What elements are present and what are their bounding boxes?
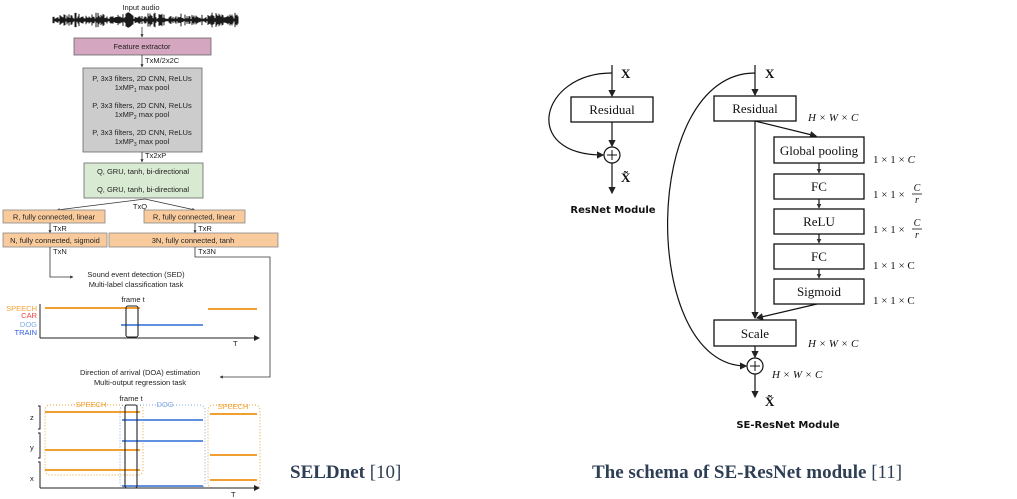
fc2-label: FC	[811, 249, 827, 264]
dim-relu: 1 × 1 × C r	[873, 218, 922, 241]
cnn-layer-3: P, 3x3 filters, 2D CNN, ReLUs	[92, 128, 192, 137]
caption-se-resnet: The schema of SE-ResNet module [11]	[592, 462, 902, 484]
doa-speech-region	[207, 404, 261, 489]
dim-sigmoid: 1 × 1 × C	[873, 295, 915, 307]
resnet-residual-label: Residual	[589, 102, 635, 117]
se-residual-label: Residual	[732, 101, 778, 116]
doa-frame-label: frame t	[119, 394, 143, 403]
dim-sed: TxN	[53, 247, 67, 256]
fc-sigmoid-label: N, fully connected, sigmoid	[10, 236, 100, 245]
doa-title: Direction of arrival (DOA) estimation	[80, 368, 200, 377]
doa-subtitle: Multi-output regression task	[94, 378, 186, 387]
pool-layer-3: 1xMP3 max pool	[115, 137, 170, 148]
seldnet-diagram: Input audio Feature extractor TxM/2x2C P…	[2, 3, 279, 499]
svg-text:r: r	[915, 230, 919, 241]
pool-layer-2: 1xMP2 max pool	[115, 110, 170, 121]
caption-se-resnet-ref: [11]	[871, 462, 903, 483]
global-pooling-box	[773, 136, 865, 164]
sigmoid-box	[773, 278, 865, 305]
resnet-output-label: X̃	[621, 170, 631, 185]
dim-feature: TxM/2x2C	[145, 56, 180, 65]
audio-waveform-icon	[52, 12, 239, 28]
dim-fc1: 1 × 1 × C r	[873, 183, 922, 206]
sed-frame-marker	[125, 305, 139, 338]
resnet-module-diagram: X Residual X̃ ResNet Module	[548, 65, 656, 216]
caption-seldnet-ref: [10]	[369, 462, 402, 483]
gru-block	[83, 162, 204, 199]
sed-subtitle: Multi-label classification task	[89, 280, 184, 289]
global-pooling-label: Global pooling	[780, 143, 859, 158]
relu-label: ReLU	[803, 214, 835, 229]
svg-text:1 × 1 ×: 1 × 1 ×	[873, 224, 905, 236]
class-label-train: TRAIN	[15, 328, 38, 337]
fc-tanh-box	[108, 232, 279, 248]
doa-dog-region	[119, 404, 206, 489]
fc-sigmoid-box	[2, 232, 108, 248]
dim-add: H × W × C	[771, 369, 823, 381]
doa-axis-z: z	[30, 413, 34, 422]
doa-axis-x: x	[30, 474, 34, 483]
fc-linear-doa-label: R, fully connected, linear	[153, 213, 236, 222]
fc-linear-doa-box	[143, 209, 246, 224]
dim-fc-doa: TxR	[198, 224, 212, 233]
feature-extractor-label: Feature extractor	[113, 42, 171, 51]
doa-time-label: T	[231, 490, 236, 499]
doa-frame-marker	[124, 404, 138, 489]
sed-frame-label: frame t	[121, 295, 145, 304]
class-label-car: CAR	[21, 311, 37, 320]
gru-layer-1: Q, GRU, tanh, bi-directional	[97, 167, 189, 176]
sigmoid-label: Sigmoid	[797, 284, 842, 299]
svg-text:C: C	[914, 218, 921, 229]
dim-scale: H × W × C	[807, 338, 859, 350]
class-label-dog: DOG	[20, 320, 37, 329]
class-label-speech: SPEECH	[6, 304, 37, 313]
dim-gru: TxQ	[133, 202, 147, 211]
fc-linear-sed-label: R, fully connected, linear	[13, 213, 96, 222]
doa-group-label: SPEECH	[76, 400, 107, 409]
input-audio-label: Input audio	[122, 3, 159, 12]
caption-se-resnet-title: The schema of SE-ResNet module	[592, 462, 867, 483]
dim-cnn: Tx2xP	[145, 151, 166, 160]
caption-seldnet-title: SELDnet	[290, 462, 365, 483]
sed-title: Sound event detection (SED)	[87, 270, 185, 279]
doa-group-label: DOG	[156, 400, 173, 409]
relu-box	[773, 208, 865, 235]
fc2-box	[773, 243, 865, 270]
scale-box	[713, 319, 797, 347]
dim-doa: Tx3N	[198, 247, 216, 256]
resnet-module-title: ResNet Module	[570, 205, 655, 216]
feature-extractor-box	[73, 37, 212, 56]
dim-pooling: 1 × 1 ×C	[873, 154, 916, 166]
fc-linear-sed-box	[2, 209, 106, 224]
sed-plot: SPEECH CAR DOG TRAIN T frame t	[6, 295, 260, 348]
se-input-label: X	[765, 66, 775, 81]
se-resnet-module-diagram: X Residual H × W × C Global pooling 1 × …	[667, 65, 922, 431]
caption-seldnet: SELDnet [10]	[290, 462, 401, 484]
cnn-layer-1: P, 3x3 filters, 2D CNN, ReLUs	[92, 74, 192, 83]
dim-fc2: 1 × 1 × C	[873, 260, 915, 272]
se-output-label: X̃	[765, 394, 775, 409]
se-resnet-module-title: SE-ResNet Module	[736, 420, 840, 431]
cnn-block	[82, 67, 203, 153]
scale-label: Scale	[741, 326, 769, 341]
doa-speech-region	[44, 404, 144, 476]
cnn-layer-2: P, 3x3 filters, 2D CNN, ReLUs	[92, 101, 192, 110]
doa-axis-y: y	[30, 443, 34, 452]
svg-text:r: r	[915, 195, 919, 206]
doa-group-label: SPEECH	[218, 402, 249, 411]
svg-text:C: C	[914, 183, 921, 194]
resnet-input-label: X	[621, 66, 631, 81]
pool-layer-1: 1xMP1 max pool	[115, 83, 170, 94]
fc1-label: FC	[811, 179, 827, 194]
doa-plot: SPEECH DOG SPEECH z y x T frame t	[30, 394, 261, 499]
svg-text:1 × 1 ×: 1 × 1 ×	[873, 189, 905, 201]
dim-residual: H × W × C	[807, 112, 859, 124]
dim-fc-sed: TxR	[53, 224, 67, 233]
gru-layer-2: Q, GRU, tanh, bi-directional	[97, 185, 189, 194]
fc-tanh-label: 3N, fully connected, tanh	[152, 236, 235, 245]
sed-time-label: T	[233, 339, 238, 348]
